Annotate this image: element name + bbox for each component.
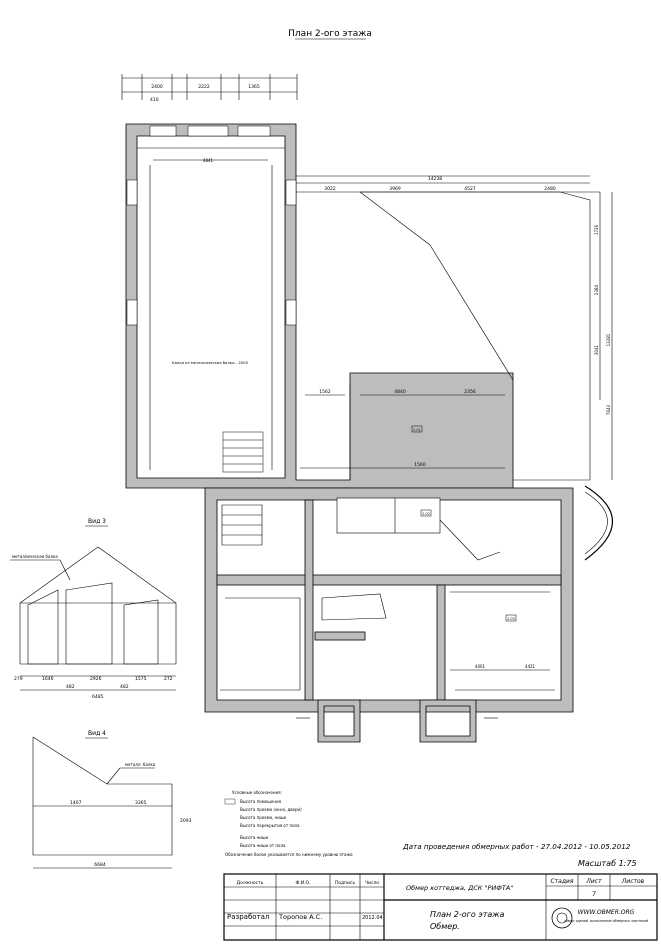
view-3-dim: 279 [14,676,23,682]
tb-object: Обмер коттеджа, ДСК "РИФТА" [406,884,513,892]
terrace-dim: 1726 [594,224,599,235]
room-dim: 4421 [525,664,536,669]
tb-site: WWW.OBMER.ORG [578,909,635,916]
view-3-dim: 272 [164,676,173,682]
terrace-dim: 3022 [324,186,336,192]
tb-sheet-no: 7 [592,891,596,898]
view-4-dim: 2093 [180,818,192,824]
view-3-dim: 2926 [90,676,102,682]
terrace-dim: 4527 [464,186,476,192]
tb-header: Подпись [335,880,356,886]
room-dim: 4840 [394,389,406,395]
tb-role: Разработал [227,913,269,921]
terrace-dim: 14238 [428,176,442,182]
top-dim-label: 2400 [151,84,163,90]
view-3-dim: 482 [66,684,75,690]
room-mark: 2.01 [413,428,421,432]
view-3-dim: 482 [120,684,129,690]
view-4-dim: 1407 [70,800,82,806]
terrace-dim: 3969 [389,186,401,192]
interior-wall [216,574,562,586]
view-4-dim: 6684 [94,862,106,868]
company-logo [551,907,573,929]
view-4: Вид 4 металл. балка 1407 3365 2093 6684 [32,730,192,869]
legend-item: Высота перекрытия от пола [240,823,300,828]
title-block: Должность Ф.И.О. Подпись Число Обмер кот… [223,873,658,941]
room-mark-box [411,425,423,433]
tb-header: Число [365,880,379,886]
legend-note: Обозначение балок указывается по нижнему… [225,852,353,857]
scale-label: Масштаб 1:75 [578,859,637,868]
tb-name: Торопов А.С. [278,913,322,921]
tb-header: Должность [237,880,264,886]
interior-wall [314,631,366,641]
top-dim-label: 2222 [198,84,210,90]
terrace-dim: 2480 [544,186,556,192]
terrace-dim: 3041 [594,344,599,355]
view-3-beam-note: металлическая балка [12,554,58,559]
top-dim-label: 1365 [248,84,260,90]
plan-title: План 2-ого этажа [288,29,372,39]
view-3-dim: 6485 [92,694,104,700]
room-dim: 1562 [319,389,331,395]
view-4-beam-note: металл. балка [125,762,156,767]
legend-item: Высота ниши от пола [240,843,286,848]
middle-rooms: 4840 2356 1562 2.01 1560 [300,385,505,480]
room-dim: 1560 [414,462,426,468]
legend: Условные обозначения: Высота помещения В… [224,790,353,857]
terrace-dim: 7643 [606,404,611,415]
tb-site-sub: обмер зданий, выполнение обмерных чертеж… [564,919,649,923]
top-dimension-chain: 2400 2222 1365 410 [121,74,298,103]
view-3-label: Вид 3 [88,518,106,525]
interior-wall [436,584,446,701]
legend-item: Высота помещения [240,799,282,804]
tb-sheets-label: Листов [621,878,645,885]
tb-date: 2012.04 [362,915,383,921]
terrace-dim: 13281 [606,333,611,346]
top-dim-label: 410 [150,97,159,103]
legend-title: Условные обозначения: [232,790,282,795]
terrace-outline: 14238 3022 3969 4527 2480 1726 2384 3041… [296,175,613,481]
tb-header: Ф.И.О. [295,880,310,886]
hall-walls: 4841 Балка из металлическая балки - 2000 [125,123,514,489]
svg-text:4841: 4841 [203,158,214,163]
view-3: Вид 3 металлическая балка 279 1646 2926 … [10,518,177,700]
tb-sheet-label: Лист [585,878,602,885]
view-4-dim: 3365 [135,800,147,806]
view-3-dim: 1646 [42,676,54,682]
legend-item: Высота проема (окна, двери) [240,807,302,812]
interior-wall [304,499,314,701]
legend-item: Высота ниши [240,835,268,840]
legend-item: Высота проема, ниши [240,815,287,820]
room-dim: 4001 [475,664,486,669]
tb-stage-label: Стадия [550,878,573,885]
view-3-dim: 1575 [135,676,147,682]
room-dim: 2356 [464,389,476,395]
room-mark: 2.02 [422,512,430,516]
room-mark: 2.03 [507,617,515,621]
view-4-label: Вид 4 [88,730,106,737]
terrace-dim: 2384 [594,284,599,295]
tb-drawing-subtitle: Обмер. [430,922,460,931]
hall-beam-note: Балка из металлическая балки - 2000 [172,360,249,365]
survey-date: Дата проведения обмерных работ - 27.04.2… [402,842,631,851]
lower-block-walls: 2.02 2.03 4001 4421 [204,485,613,743]
tb-drawing-title: План 2-ого этажа [430,910,504,919]
